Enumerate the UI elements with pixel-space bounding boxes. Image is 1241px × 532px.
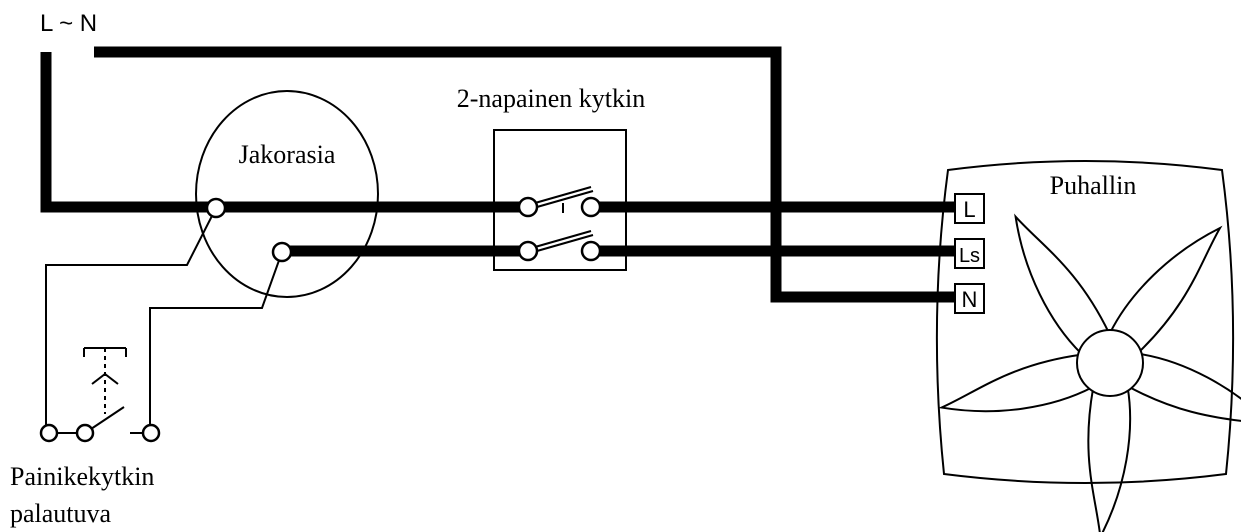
live-wire: [40, 52, 214, 213]
fan-terminal-label: N: [962, 287, 978, 312]
pushbutton-wire-right: [149, 251, 283, 433]
junction-terminal-switched: [271, 241, 293, 263]
switch-label: 2-napainen kytkin: [457, 84, 645, 113]
two-pole-switch-contacts: [517, 186, 602, 262]
neutral-wire: [94, 46, 956, 303]
junction-terminal-live: [205, 197, 227, 219]
fan-terminal-ls: Ls: [954, 238, 985, 269]
pushbutton-switch: [39, 347, 161, 443]
fan-blades: [938, 213, 1241, 532]
junction-box-label: Jakorasia: [239, 140, 336, 169]
fan-terminal-l: L: [954, 193, 985, 224]
pushbutton-wire-left: [45, 207, 217, 433]
fan-terminal-label: Ls: [959, 245, 980, 267]
junction-box: [195, 90, 379, 298]
two-pole-switch-housing: [493, 129, 627, 271]
fan-housing: [935, 160, 1235, 484]
fan-hub: [1076, 329, 1144, 397]
fan-label: Puhallin: [1050, 171, 1137, 200]
supply-label: L ~ N: [40, 10, 97, 37]
fan-terminal-n: N: [954, 283, 985, 314]
pushbutton-label-line2: palautuva: [10, 499, 112, 528]
fan-terminal-label: L: [963, 197, 975, 222]
pushbutton-label-line1: Painikekytkin: [10, 462, 154, 491]
